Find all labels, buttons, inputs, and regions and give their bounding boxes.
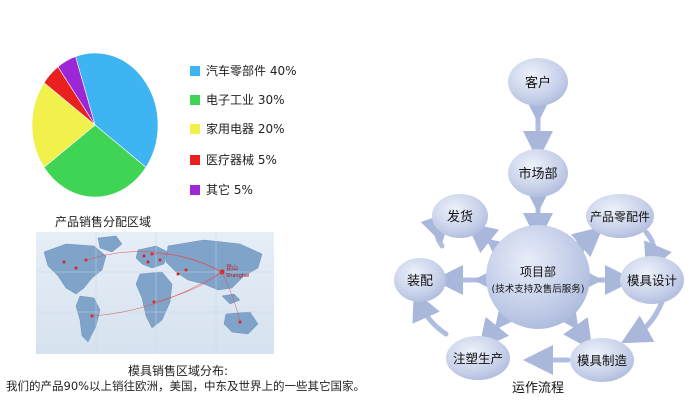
legend-swatch xyxy=(190,154,200,165)
node-parts-label: 产品零配件 xyxy=(590,210,650,224)
map-caption-text: 我们的产品90%以上销往欧洲，美国，中东及世界上的一些其它国家。 xyxy=(6,379,366,393)
node-mold-making-label: 模具制造 xyxy=(577,353,628,368)
node-injection[interactable]: 注塑生产 xyxy=(446,336,510,380)
node-center-subtitle: (技术支持及售后服务) xyxy=(492,283,585,295)
node-mold-design-label: 模具设计 xyxy=(627,273,677,288)
legend-item: 医疗器械 5% xyxy=(190,151,277,168)
flow-arrows xyxy=(412,93,672,375)
legend-swatch xyxy=(190,184,200,195)
legend-item: 电子工业 30% xyxy=(190,91,285,108)
node-center[interactable]: 项目部 (技术支持及售后服务) xyxy=(486,225,590,329)
node-mold-design[interactable]: 模具设计 xyxy=(620,256,684,304)
pie-slice-1 xyxy=(43,124,147,198)
legend-item: 汽车零部件 40% xyxy=(190,62,297,79)
pie-slice-2 xyxy=(31,82,96,168)
workflow-diagram: 客户 市场部 发货 产品零配件 项目部 (技术支持及售后服务) 装配 模具设计 … xyxy=(394,58,684,396)
legend-label: 汽车零部件 40% xyxy=(206,64,297,78)
legend-label: 其它 5% xyxy=(206,183,253,197)
legend-swatch xyxy=(190,65,200,76)
map-caption-title: 模具销售区域分布: xyxy=(128,364,229,378)
node-mold-making[interactable]: 模具制造 xyxy=(570,338,634,382)
node-shipping[interactable]: 发货 xyxy=(432,194,488,238)
legend-label: 家用电器 20% xyxy=(206,122,285,136)
legend-swatch xyxy=(190,94,200,105)
node-market-label: 市场部 xyxy=(518,166,557,182)
node-parts[interactable]: 产品零配件 xyxy=(586,194,654,238)
node-center-title: 项目部 xyxy=(520,264,556,279)
node-customer-label: 客户 xyxy=(525,75,551,91)
pie-chart-title: 产品销售分配区域 xyxy=(55,215,152,229)
legend-item: 其它 5% xyxy=(190,181,253,198)
legend-swatch xyxy=(190,123,200,134)
node-assembly-label: 装配 xyxy=(407,274,433,289)
map-marker-sublabel: Shanghai xyxy=(226,273,249,279)
legend-item: 家用电器 20% xyxy=(190,120,285,137)
node-shipping-label: 发货 xyxy=(447,209,473,225)
node-injection-label: 注塑生产 xyxy=(453,351,503,366)
pie-slice-4 xyxy=(57,56,96,126)
node-assembly[interactable]: 装配 xyxy=(394,258,446,302)
world-map: 昆山 Shanghai xyxy=(36,232,274,354)
node-market[interactable]: 市场部 xyxy=(508,149,568,197)
node-customer[interactable]: 客户 xyxy=(508,58,568,106)
flow-caption: 运作流程 xyxy=(512,381,564,396)
pie-slice-0 xyxy=(75,52,159,168)
map-marker-label: 昆山 xyxy=(226,264,238,272)
pie-chart xyxy=(31,52,159,198)
legend-label: 电子工业 30% xyxy=(206,93,285,107)
legend-label: 医疗器械 5% xyxy=(206,153,277,167)
